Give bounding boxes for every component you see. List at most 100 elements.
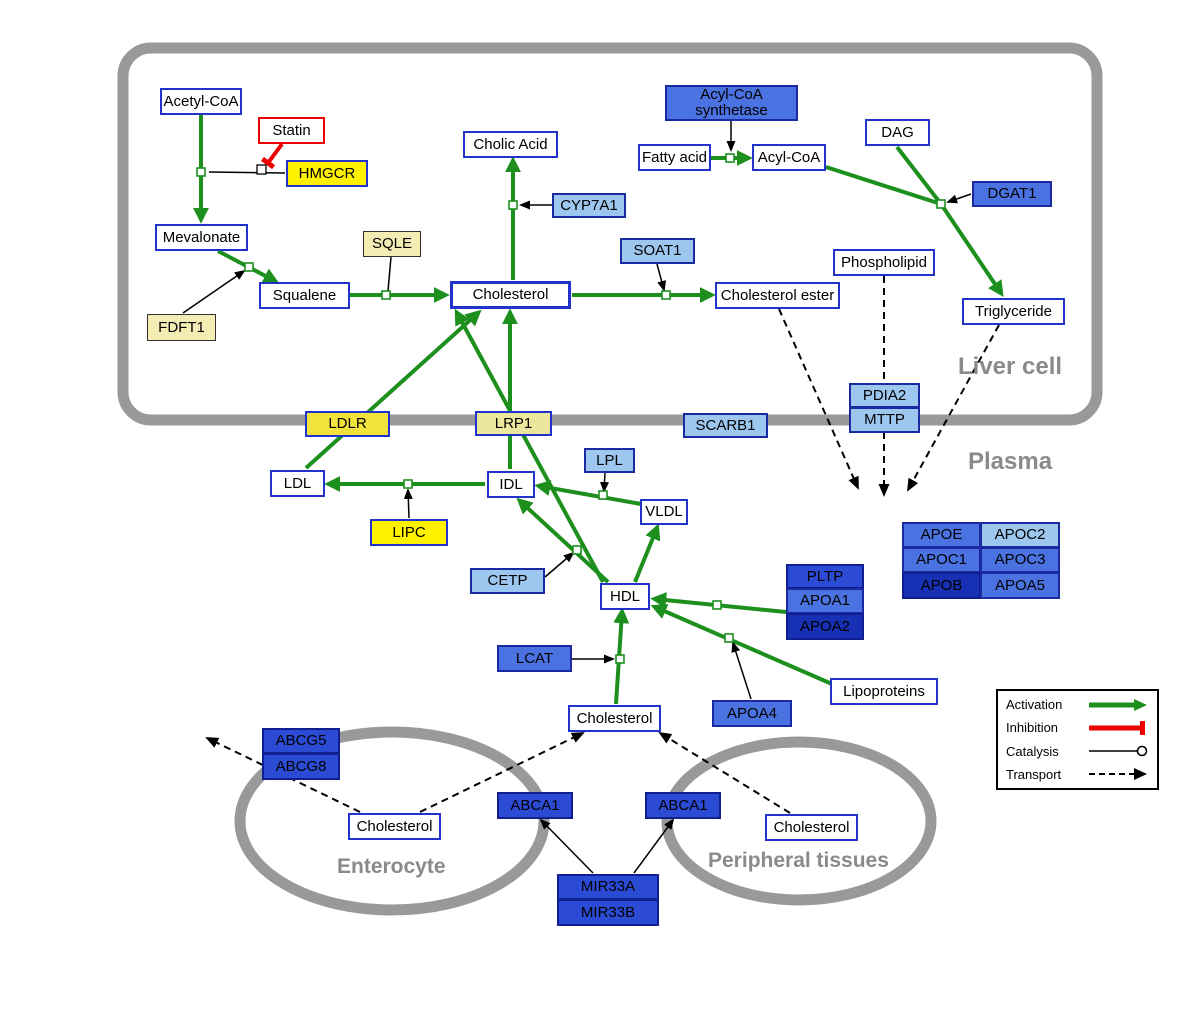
node-pdia2[interactable]: PDIA2 — [849, 383, 920, 408]
node-scarb1[interactable]: SCARB1 — [683, 413, 768, 438]
node-apoa5[interactable]: APOA5 — [980, 572, 1060, 599]
catalysis-apoa4 — [731, 641, 752, 700]
node-sqle[interactable]: SQLE — [363, 231, 421, 257]
liver-cell-label: Liver cell — [958, 353, 1063, 380]
plasma-label: Plasma — [968, 448, 1053, 475]
transport-triglyceride-lipoprotein — [907, 324, 1000, 492]
edge-acylcoa-dgat1node — [825, 165, 942, 206]
node-lcat[interactable]: LCAT — [497, 645, 572, 672]
catalysis-fdft1 — [182, 269, 246, 314]
transport-peripheral-cholesterol-abca1 — [658, 731, 791, 814]
node-idl[interactable]: IDL — [487, 471, 535, 498]
node-lipc[interactable]: LIPC — [370, 519, 448, 546]
node-apoc2[interactable]: APOC2 — [980, 522, 1060, 548]
node-lpl[interactable]: LPL — [584, 448, 635, 473]
node-abca1-peripheral[interactable]: ABCA1 — [645, 792, 721, 819]
reaction-nodes — [196, 153, 946, 664]
node-acyl-coa[interactable]: Acyl-CoA — [752, 144, 826, 171]
node-lrp1[interactable]: LRP1 — [475, 411, 552, 436]
catalysis-hmgcr — [208, 171, 286, 174]
node-apoa4[interactable]: APOA4 — [712, 700, 792, 727]
node-triglyceride[interactable]: Triglyceride — [962, 298, 1065, 325]
node-apoe[interactable]: APOE — [902, 522, 981, 548]
edge-vldl-idl — [534, 480, 642, 506]
node-dgat1[interactable]: DGAT1 — [972, 181, 1052, 207]
node-acetyl-coa[interactable]: Acetyl-CoA — [160, 88, 242, 115]
catalysis-circle-icon — [1089, 745, 1148, 757]
legend-inhibition: Inhibition — [1006, 717, 1149, 739]
catalysis-anchor-square — [256, 164, 267, 175]
inhibition-tbar-icon — [1089, 720, 1145, 735]
edge-dgat1node-triglyceride — [939, 202, 1004, 297]
transport-dashed-arrow-icon — [1089, 768, 1147, 781]
enterocyte-label: Enterocyte — [337, 855, 446, 878]
node-apoa2[interactable]: APOA2 — [786, 613, 864, 640]
catalysis-cetp — [544, 551, 575, 578]
node-cholesterol-peripheral[interactable]: Cholesterol — [765, 814, 858, 841]
edge-dag-dgat1node — [895, 145, 943, 206]
node-cholesterol-ester[interactable]: Cholesterol ester — [715, 282, 840, 309]
node-abcg8[interactable]: ABCG8 — [262, 753, 340, 780]
catalysis-sqle — [387, 256, 392, 292]
edge-ldl-cholesterol-via-ldlr — [304, 309, 482, 470]
node-pltp[interactable]: PLTP — [786, 564, 864, 589]
node-acyl-coa-synthetase[interactable]: Acyl-CoA synthetase — [665, 85, 798, 121]
edge-hdl-vldl — [633, 523, 661, 583]
node-apoc3[interactable]: APOC3 — [980, 547, 1060, 573]
catalysis-lpl — [600, 472, 609, 493]
catalysis-edges — [182, 121, 972, 874]
transport-cholesterolester-lipoprotein — [778, 308, 859, 490]
legend: Activation Inhibition Catalysis Transpor… — [996, 689, 1159, 790]
node-apoa1[interactable]: APOA1 — [786, 588, 864, 614]
node-ldl[interactable]: LDL — [270, 470, 325, 497]
node-lipoproteins[interactable]: Lipoproteins — [830, 678, 938, 705]
transport-enterocyte-cholesterol-abca1 — [419, 732, 585, 813]
legend-catalysis: Catalysis — [1006, 740, 1149, 762]
inhibition-statin-hmgcr — [260, 142, 284, 170]
node-apoc1[interactable]: APOC1 — [902, 547, 981, 573]
node-cholesterol-liver[interactable]: Cholesterol — [450, 281, 571, 309]
node-ldlr[interactable]: LDLR — [305, 411, 390, 437]
regulation-mir33-abca1-right — [633, 818, 675, 874]
edge-lipoproteins-hdl — [650, 604, 833, 686]
node-soat1[interactable]: SOAT1 — [620, 238, 695, 264]
node-cholic-acid[interactable]: Cholic Acid — [463, 131, 558, 158]
node-hdl[interactable]: HDL — [600, 583, 650, 610]
legend-activation-label: Activation — [1006, 697, 1063, 713]
node-fatty-acid[interactable]: Fatty acid — [638, 144, 711, 171]
node-mir33b[interactable]: MIR33B — [557, 899, 659, 926]
catalysis-soat1 — [656, 263, 667, 292]
node-mir33a[interactable]: MIR33A — [557, 874, 659, 900]
catalysis-dgat1 — [946, 193, 972, 204]
node-fdft1[interactable]: FDFT1 — [147, 314, 216, 341]
liver-cell-membrane — [117, 42, 1103, 426]
node-abcg5[interactable]: ABCG5 — [262, 728, 340, 754]
legend-transport-label: Transport — [1006, 766, 1062, 782]
activation-arrow-icon — [1089, 698, 1147, 711]
node-cholesterol-enterocyte[interactable]: Cholesterol — [348, 813, 441, 840]
legend-inhibition-label: Inhibition — [1006, 720, 1059, 736]
node-squalene[interactable]: Squalene — [259, 282, 350, 309]
node-apob[interactable]: APOB — [902, 572, 981, 599]
legend-catalysis-label: Catalysis — [1006, 743, 1059, 759]
catalysis-lipc — [403, 488, 413, 519]
legend-transport: Transport — [1006, 763, 1149, 785]
edge-hdl-idl — [516, 497, 610, 584]
peripheral-tissues-label: Peripheral tissues — [708, 849, 889, 872]
node-mttp[interactable]: MTTP — [849, 407, 920, 433]
node-vldl[interactable]: VLDL — [640, 499, 688, 525]
regulation-mir33-abca1-left — [539, 818, 594, 874]
node-hmgcr[interactable]: HMGCR — [286, 160, 368, 187]
node-cholesterol-plasma[interactable]: Cholesterol — [568, 705, 661, 732]
node-cetp[interactable]: CETP — [470, 568, 545, 594]
node-phospholipid[interactable]: Phospholipid — [833, 249, 935, 276]
node-statin[interactable]: Statin — [258, 117, 325, 144]
node-abca1-enterocyte[interactable]: ABCA1 — [497, 792, 573, 819]
legend-activation: Activation — [1006, 694, 1149, 716]
node-mevalonate[interactable]: Mevalonate — [155, 224, 248, 251]
node-dag[interactable]: DAG — [865, 119, 930, 146]
edge-hdl-cholesterol — [454, 308, 605, 583]
node-cyp7a1[interactable]: CYP7A1 — [552, 193, 626, 218]
